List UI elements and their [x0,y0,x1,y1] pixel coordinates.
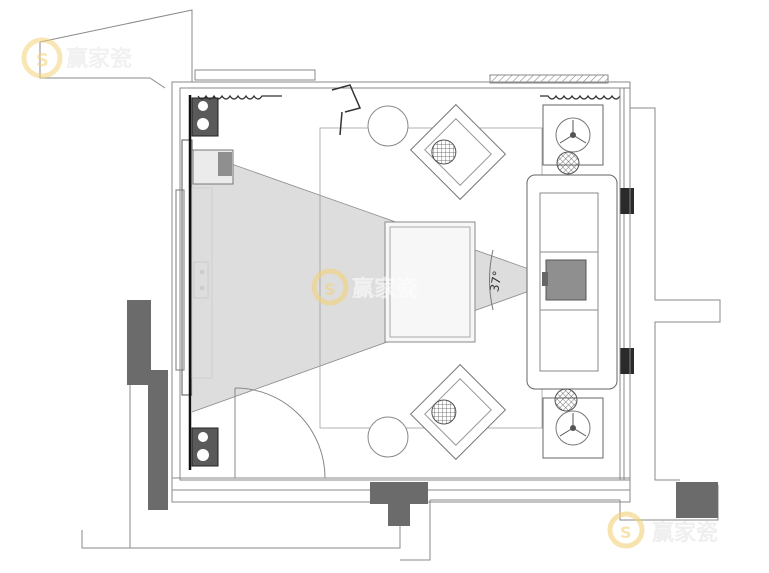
end-table-top [542,104,604,175]
window-top-left [194,69,316,81]
surround-speakers [620,188,634,374]
watermark-text-center: 赢家瓷 [352,276,418,302]
lounge-chair-bottom [409,363,507,461]
projection-cone [192,150,560,412]
door [234,387,326,479]
watermark-text-top-left: 赢家瓷 [66,46,132,72]
curtain-top-left [197,94,282,100]
round-side-table-top [367,105,409,147]
wall-blocks [127,300,718,526]
lounge-chair-top [409,103,507,201]
watermark-text-bottom-right: 赢家瓷 [652,520,718,546]
sofa [526,174,618,390]
window-top-right-hatched [489,74,609,84]
projection-angle-label: 37° [487,270,504,293]
end-table-bottom [542,388,604,459]
speaker-cones [197,101,209,461]
watermark-bottom-right: S 赢家瓷 [607,511,718,549]
projector-lens [218,152,232,176]
svg-text:S: S [36,50,49,71]
watermark-top-left: S 赢家瓷 [21,37,132,79]
coffee-table [384,221,476,343]
svg-text:S: S [324,280,336,299]
svg-text:S: S [620,523,632,542]
stool [331,84,362,136]
projector [545,259,587,301]
coffee-table-inner [389,226,471,338]
curtain-top-right [540,94,621,100]
angle-arc [489,249,494,311]
round-side-table-bottom [367,416,409,458]
right-wall-strip [619,87,631,481]
watermark-center: S 赢家瓷 [311,268,418,306]
